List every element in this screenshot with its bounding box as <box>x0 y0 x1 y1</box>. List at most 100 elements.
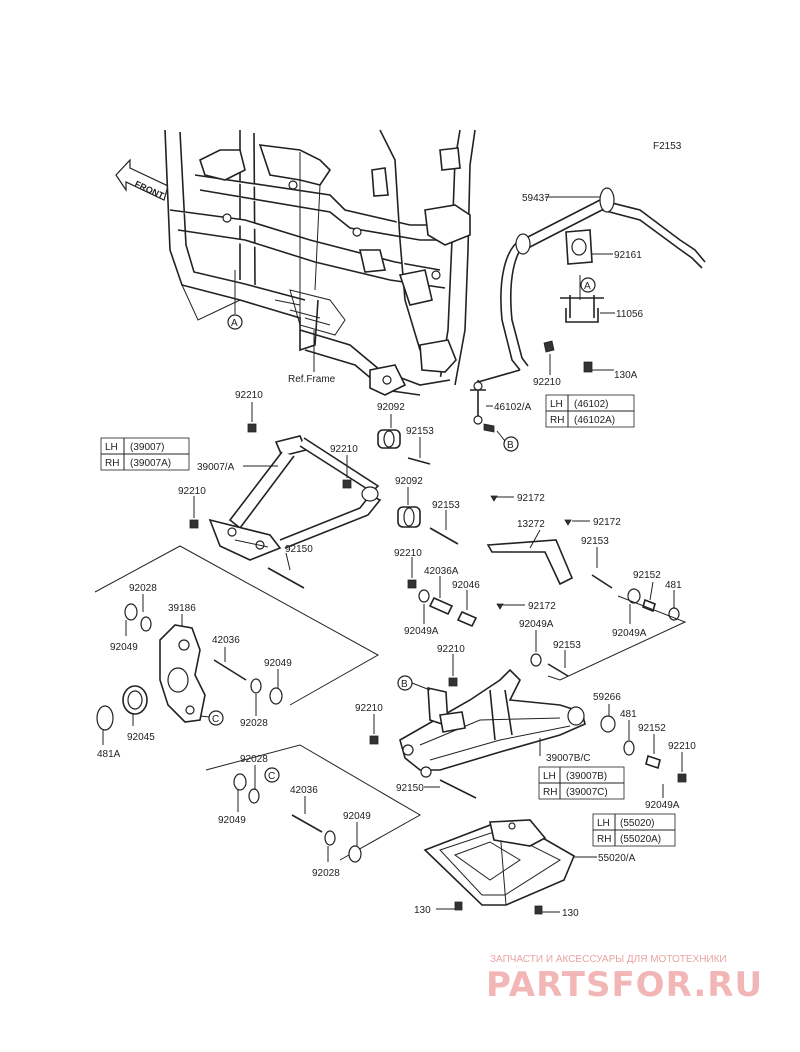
bushing-92092-lower <box>397 506 421 528</box>
table-55020-part-rh: (55020A) <box>620 834 661 845</box>
label-92028-2: 92028 <box>240 718 268 729</box>
table-46102: LH (46102) RH (46102A) <box>545 394 635 428</box>
seal-92049-4 <box>348 845 362 863</box>
seal-92049-2 <box>269 687 283 705</box>
bracket-13272 <box>486 539 574 586</box>
bolt-92153-2 <box>429 527 459 545</box>
collar-42036-2 <box>291 814 323 833</box>
label-130a: 130A <box>614 370 638 381</box>
label-481a: 481A <box>97 749 121 760</box>
label-92210-5: 92210 <box>437 644 465 655</box>
label-92210-2: 92210 <box>330 444 358 455</box>
collar-42036-1 <box>213 659 247 681</box>
label-92092-2: 92092 <box>395 476 423 487</box>
label-92210-7: 92210 <box>355 703 383 714</box>
callout-a: A <box>231 318 238 329</box>
table-55020-side-rh: RH <box>597 834 611 845</box>
table-39007bc-side-rh: RH <box>543 787 557 798</box>
label-92049-2: 92049 <box>264 658 292 669</box>
callout-c-2: C <box>268 771 275 782</box>
table-39007bc: LH (39007B) RH (39007C) <box>538 766 625 800</box>
ref-frame-label: Ref.Frame <box>288 374 336 385</box>
label-92028-1: 92028 <box>129 583 157 594</box>
table-46102-side-rh: RH <box>550 415 564 426</box>
table-39007-part-rh: (39007A) <box>130 458 171 469</box>
callout-b-2: B <box>401 679 408 690</box>
table-46102-side-lh: LH <box>550 399 563 410</box>
label-39007a: 39007/A <box>197 462 235 473</box>
table-55020-part-lh: (55020) <box>620 818 654 829</box>
collar-42036a <box>428 596 454 616</box>
bushing-92046 <box>456 610 478 628</box>
guard-55020 <box>423 819 576 906</box>
label-92153-2: 92153 <box>432 500 460 511</box>
label-92172-2: 92172 <box>593 517 621 528</box>
label-92150-2: 92150 <box>396 783 424 794</box>
label-92092-1: 92092 <box>377 402 405 413</box>
label-92049a-4: 92049A <box>645 800 680 811</box>
figure-code: F2153 <box>653 141 682 152</box>
label-92045: 92045 <box>127 732 155 743</box>
bushing-92028-1 <box>140 616 152 632</box>
stabilizer-link <box>470 340 555 433</box>
bushing-92028-3 <box>248 788 260 804</box>
bolt-92150-1 <box>267 567 305 589</box>
table-39007-side-rh: RH <box>105 458 119 469</box>
table-39007: LH (39007) RH (39007A) <box>100 437 190 471</box>
label-55020a: 55020/A <box>598 853 636 864</box>
label-92172-1: 92172 <box>517 493 545 504</box>
label-92046: 92046 <box>452 580 480 591</box>
bearing-92045 <box>122 685 148 715</box>
label-92153-3: 92153 <box>581 536 609 547</box>
label-92152-2: 92152 <box>638 723 666 734</box>
label-42036-1: 42036 <box>212 635 240 646</box>
label-39007bc: 39007B/C <box>546 753 590 764</box>
label-92150-1: 92150 <box>285 544 313 555</box>
callout-b: B <box>507 440 514 451</box>
right-group-outline <box>547 595 687 681</box>
label-92153-1: 92153 <box>406 426 434 437</box>
stabilizer-bar <box>500 187 706 373</box>
label-92210-4: 92210 <box>394 548 422 559</box>
label-130-2: 130 <box>562 908 579 919</box>
watermark-subtitle: ЗАПЧАСТИ И АКСЕССУАРЫ ДЛЯ МОТОТЕХНИКИ <box>490 954 727 965</box>
label-92210-6: 92210 <box>668 741 696 752</box>
label-481-2: 481 <box>620 709 637 720</box>
watermark-brand: PARTSFOR.RU <box>486 965 763 1005</box>
callout-c: C <box>212 714 219 725</box>
knuckle-39186 <box>159 624 206 723</box>
label-46102a: 46102/A <box>494 402 532 413</box>
label-92210-3: 92210 <box>178 486 206 497</box>
bolt-92150-2 <box>439 779 477 799</box>
label-92049-3: 92049 <box>218 815 246 826</box>
bushing-92028-2 <box>250 678 262 694</box>
label-92172-3: 92172 <box>528 601 556 612</box>
vehicle-frame <box>164 129 476 396</box>
label-59437: 59437 <box>522 193 550 204</box>
label-92049-1: 92049 <box>110 642 138 653</box>
upper-a-arm <box>208 435 382 561</box>
seal-92049-1 <box>124 603 138 621</box>
label-39186: 39186 <box>168 603 196 614</box>
bolt-92153-1 <box>407 457 431 465</box>
label-92161: 92161 <box>614 250 642 261</box>
label-11056: 11056 <box>616 309 644 320</box>
table-39007-part-lh: (39007) <box>130 442 164 453</box>
table-46102-part-rh: (46102A) <box>574 415 615 426</box>
label-42036a: 42036A <box>424 566 459 577</box>
seal-92049-3 <box>233 773 247 791</box>
table-55020-side-lh: LH <box>597 818 610 829</box>
label-92210-a: 92210 <box>533 377 561 388</box>
table-39007-side-lh: LH <box>105 442 118 453</box>
label-481-1: 481 <box>665 580 682 591</box>
label-42036-2: 42036 <box>290 785 318 796</box>
knuckle-group-outline <box>94 545 380 706</box>
bolt-92153-3 <box>591 574 613 589</box>
bushing-92028-4 <box>324 830 336 846</box>
table-39007bc-part-lh: (39007B) <box>566 771 607 782</box>
lower-left-group-outline <box>205 744 422 861</box>
label-92153-4: 92153 <box>553 640 581 651</box>
label-92152-1: 92152 <box>633 570 661 581</box>
